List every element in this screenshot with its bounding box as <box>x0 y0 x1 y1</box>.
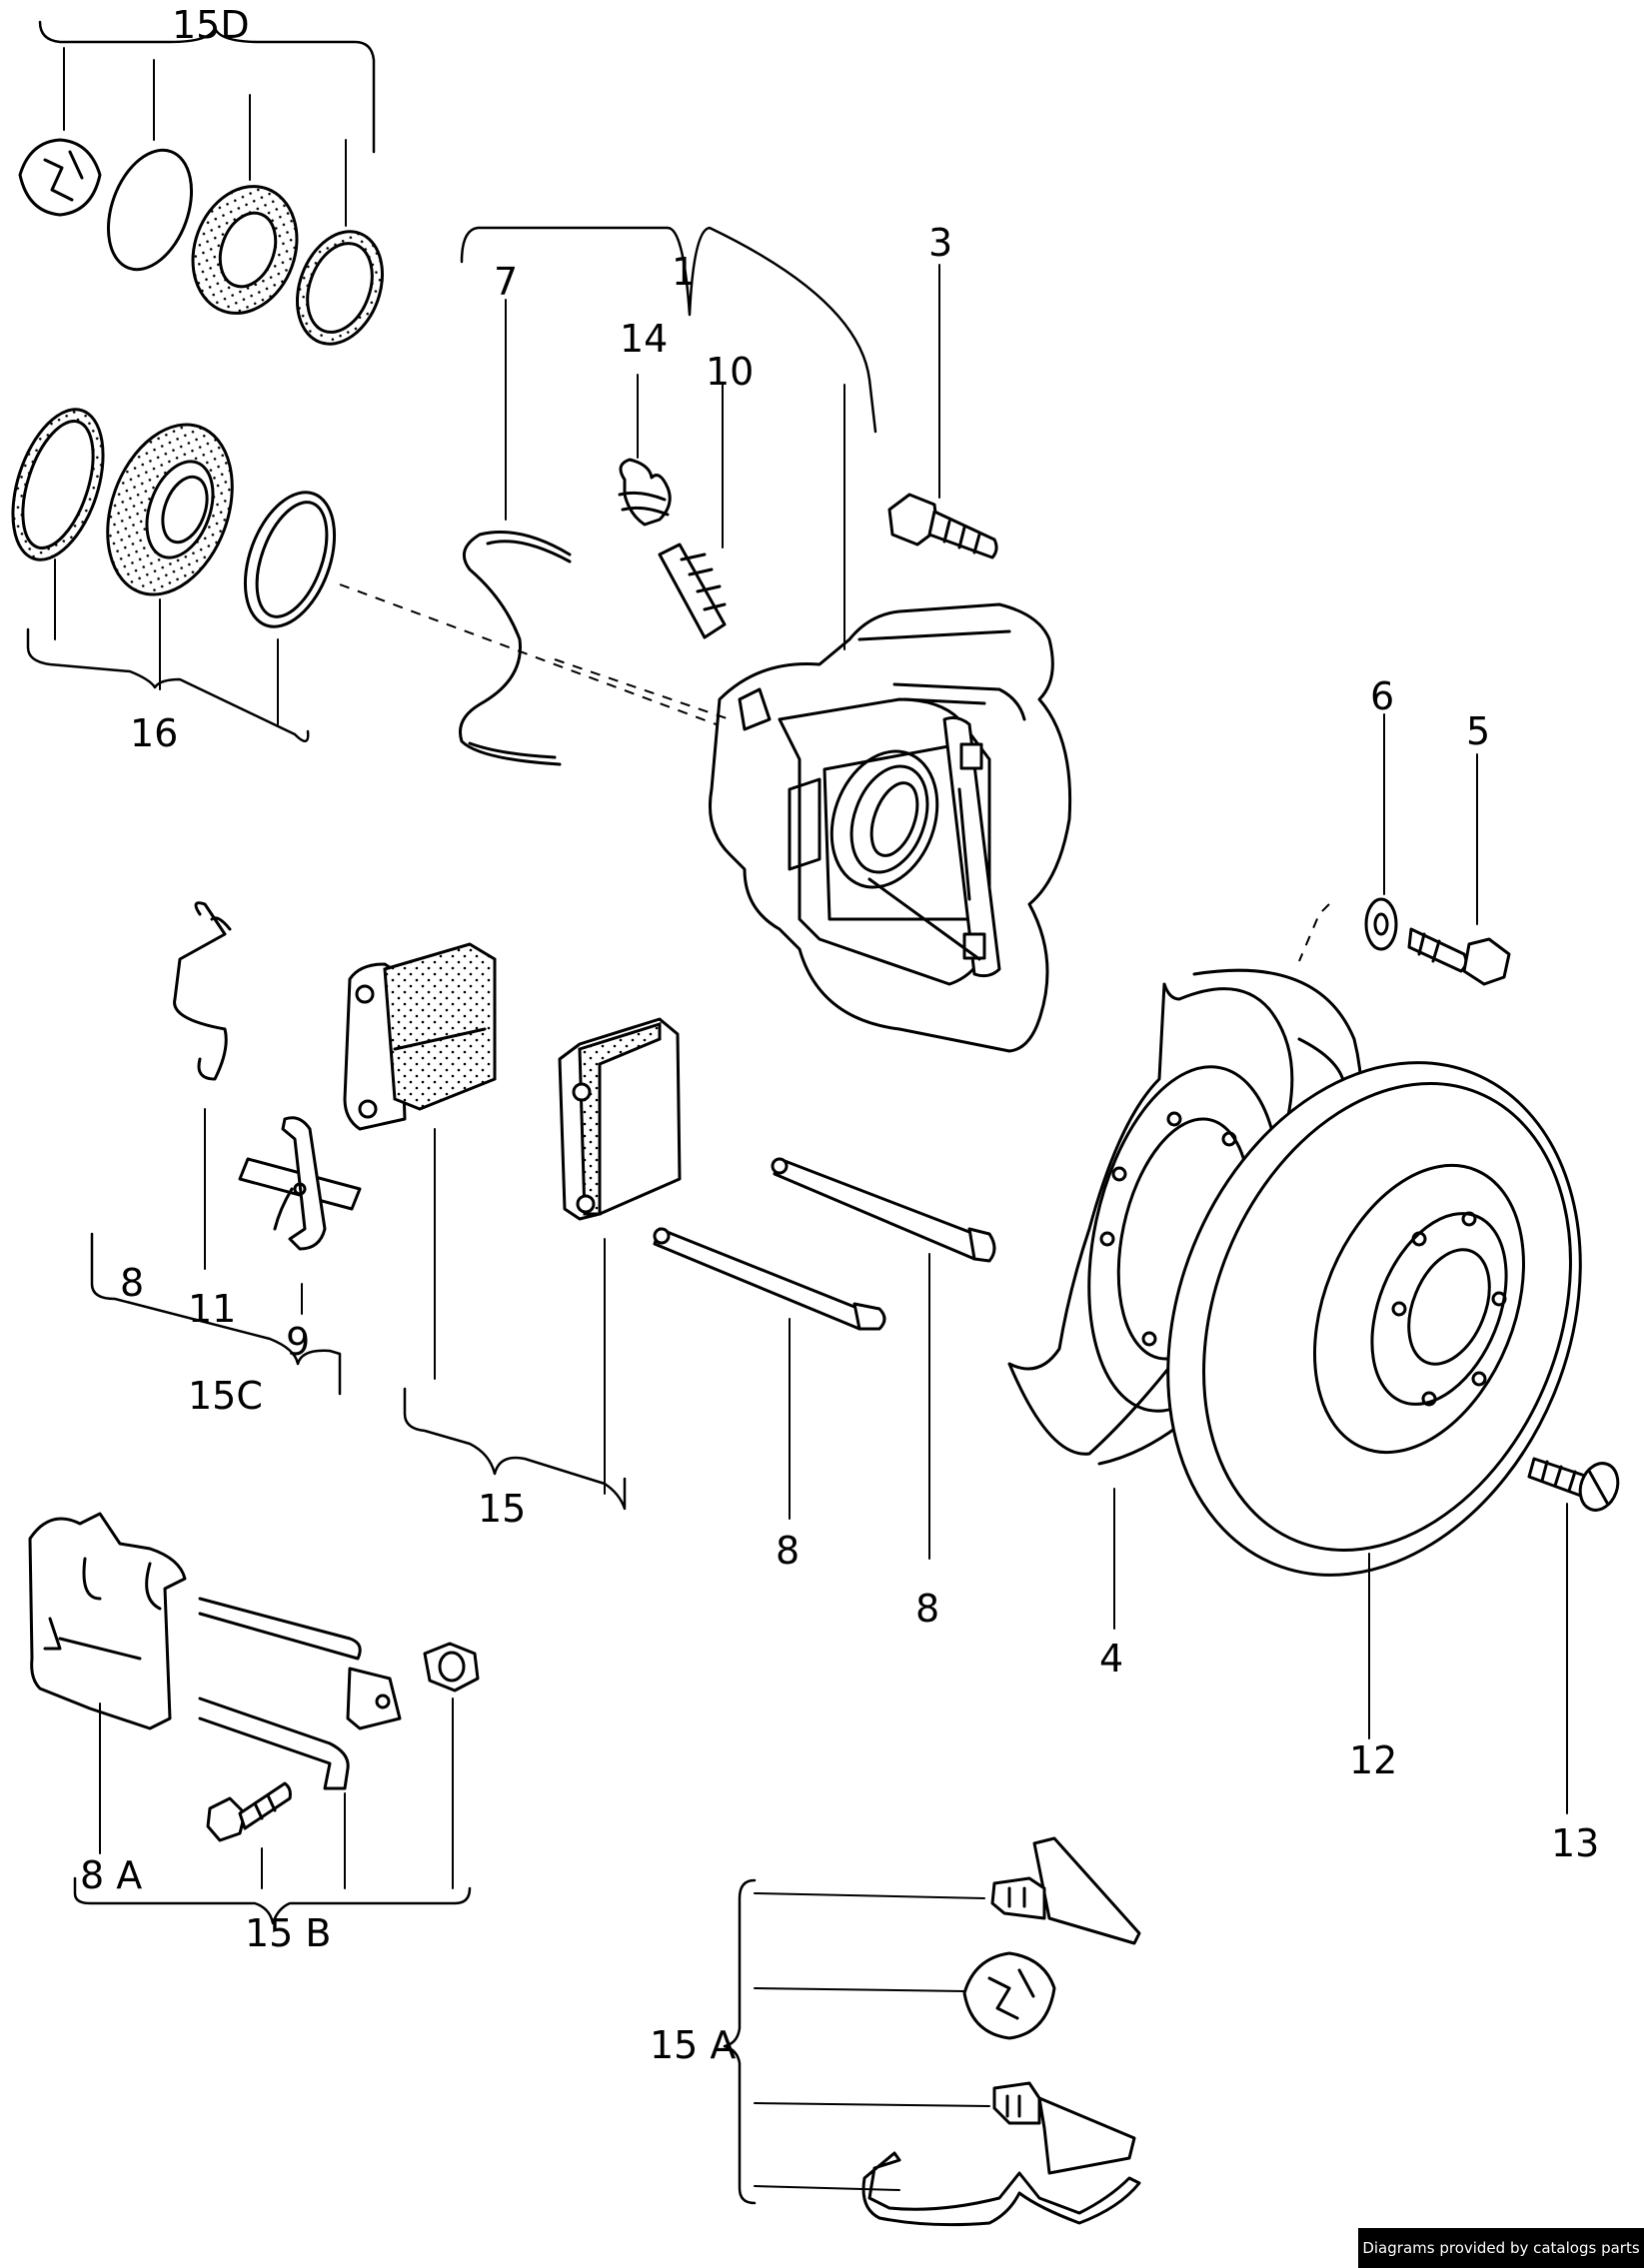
brake-pad-right <box>558 1017 682 1221</box>
group-15A <box>723 1836 1141 2227</box>
shim-clip-15A <box>992 2081 1136 2175</box>
bolt-15B <box>206 1781 292 1842</box>
o-ring-part <box>106 148 194 272</box>
group-15C <box>90 901 362 1396</box>
screw-13 <box>1527 1457 1620 1814</box>
callout-8-left: 8 <box>120 1261 144 1305</box>
seal-ring-part <box>295 230 385 346</box>
wire-spring-15A <box>861 2151 1141 2227</box>
bolt-3 <box>887 264 998 560</box>
seal-ring-16-part <box>11 408 105 562</box>
boot-14 <box>618 374 672 527</box>
callout-15B: 15 B <box>245 1911 332 1955</box>
piston-seal-part <box>191 185 299 315</box>
caliper-part <box>708 602 1072 1053</box>
shim-plate-15A <box>990 1836 1141 1945</box>
brake-disc-12 <box>1166 1061 1582 1739</box>
spring-clip-7 <box>459 299 731 766</box>
dust-cap-15A <box>962 1951 1056 2040</box>
callout-9: 9 <box>286 1320 310 1364</box>
brake-pad-left <box>343 942 497 1131</box>
dust-cap-part <box>18 138 102 217</box>
callout-15: 15 <box>478 1487 526 1531</box>
callout-16: 16 <box>130 711 178 755</box>
piston-part <box>106 423 234 596</box>
callout-13: 13 <box>1551 1821 1599 1865</box>
washer-6 <box>1364 713 1398 951</box>
callout-15A: 15 A <box>650 2023 736 2067</box>
callout-10: 10 <box>706 350 754 394</box>
group-15 <box>343 942 682 1511</box>
bolt-5 <box>1407 753 1511 986</box>
callout-1: 1 <box>672 250 696 294</box>
callout-8-middle: 8 <box>776 1529 800 1573</box>
anti-rattle-spring-11 <box>173 901 228 1081</box>
callout-15C: 15C <box>188 1374 263 1418</box>
credit-banner: Diagrams provided by catalogs parts <box>1358 2228 1644 2268</box>
callout-8-right: 8 <box>915 1587 939 1631</box>
callout-3: 3 <box>928 221 952 265</box>
callout-6: 6 <box>1370 674 1394 718</box>
callout-11: 11 <box>188 1287 236 1331</box>
guide-pin-right <box>771 1157 996 1560</box>
callout-4: 4 <box>1099 1637 1123 1681</box>
bleeder-screw-10 <box>658 384 727 639</box>
callout-5: 5 <box>1466 709 1490 753</box>
clip-9 <box>238 1116 362 1251</box>
group-15D <box>18 20 385 346</box>
callout-8A: 8 A <box>80 1853 142 1897</box>
callout-12: 12 <box>1349 1738 1397 1782</box>
callout-7: 7 <box>494 260 518 304</box>
callout-14: 14 <box>620 317 668 361</box>
group-15B <box>28 1512 480 1925</box>
snap-ring-part <box>243 491 337 628</box>
nut-15B <box>423 1642 480 1693</box>
group-16 <box>11 408 731 742</box>
guide-pin-middle <box>653 1227 886 1520</box>
callout-15D: 15D <box>172 3 250 47</box>
